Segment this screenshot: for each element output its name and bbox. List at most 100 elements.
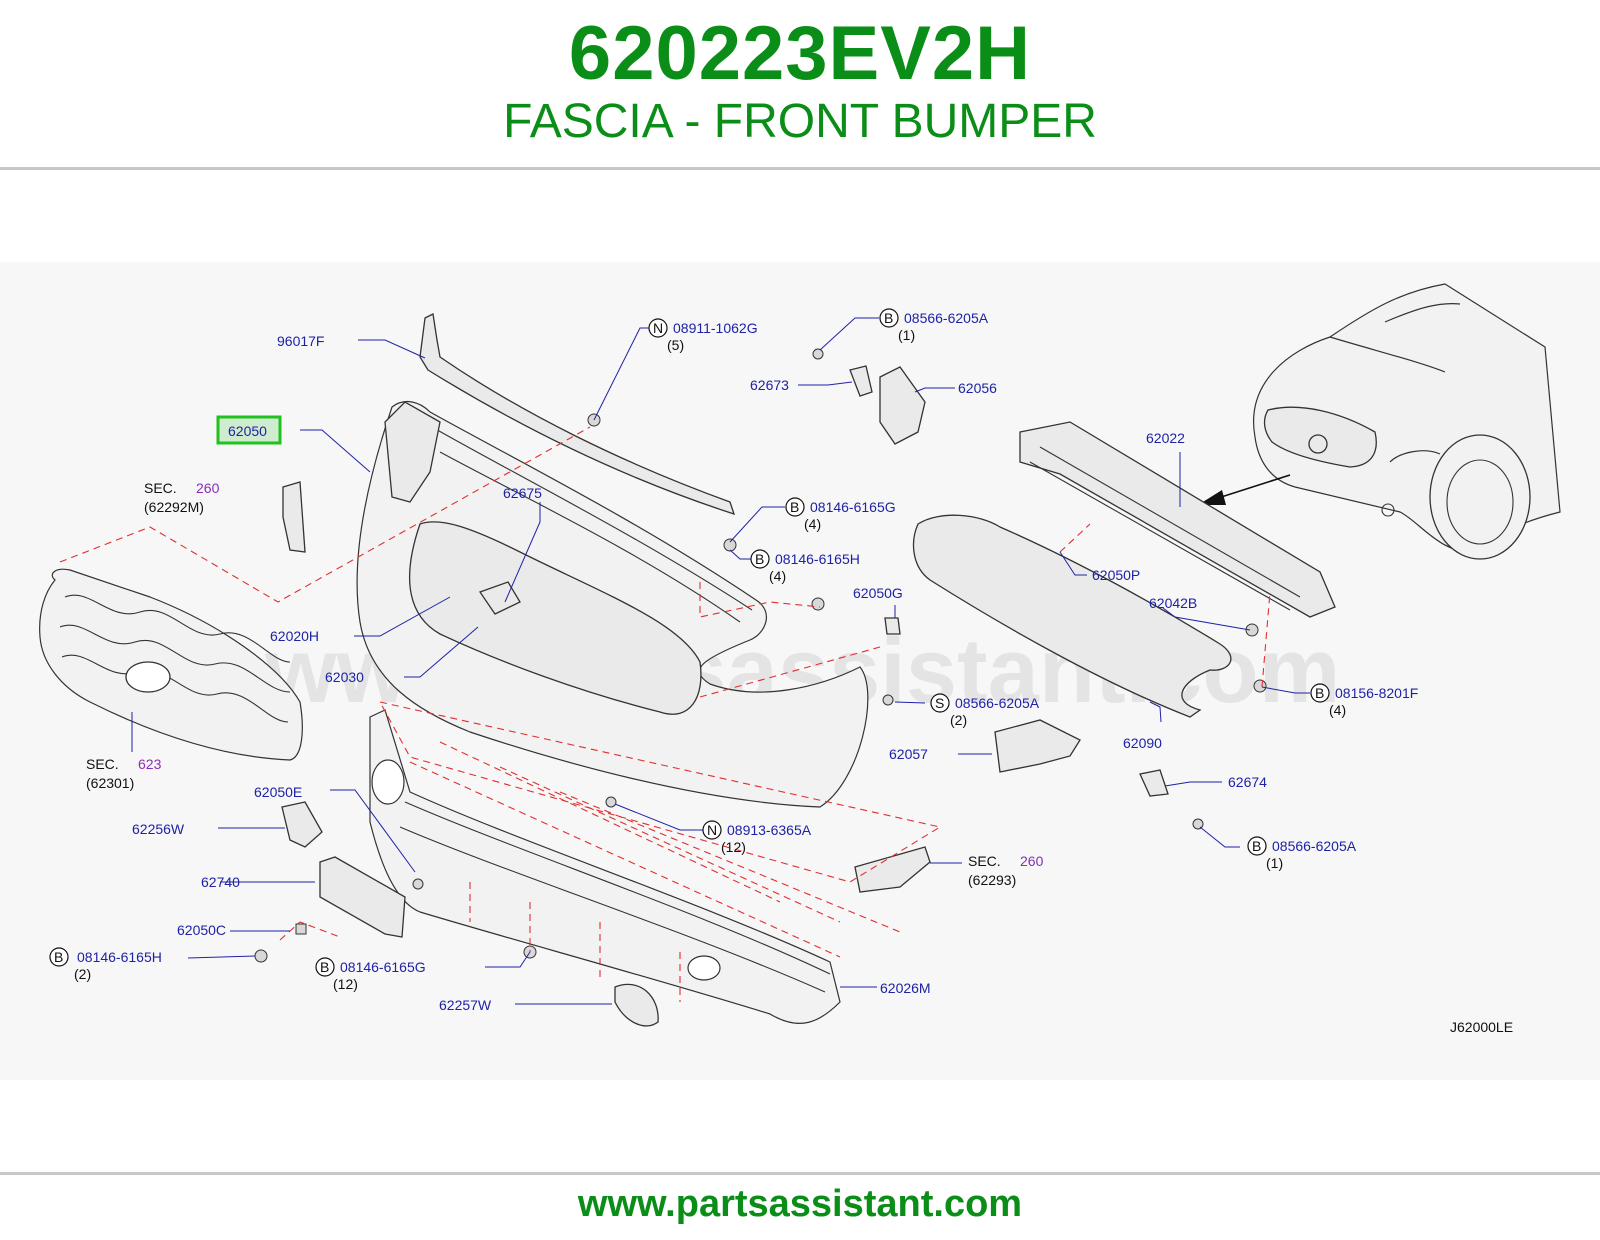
view-arrow-line xyxy=(1214,474,1291,500)
fastener-code: 08156-8201F xyxy=(1335,685,1418,701)
section-label: SEC. xyxy=(968,853,1001,869)
fastener-prefix: B xyxy=(755,551,764,567)
fastener-prefix: B xyxy=(54,949,63,965)
sec-260-bracket-upper xyxy=(282,481,306,553)
footer-divider xyxy=(0,1172,1600,1175)
fastener-prefix: S xyxy=(935,695,944,711)
label-62740[interactable]: 62740 xyxy=(201,874,240,890)
fastener-callout-f4[interactable]: B 08146-6165H (4) xyxy=(750,549,860,584)
vehicle-illustration xyxy=(1253,283,1561,560)
infiniti-emblem xyxy=(125,661,171,693)
fastener-code: 08146-6165H xyxy=(77,949,162,965)
diagram-code: J62000LE xyxy=(1450,1019,1513,1035)
fastener-prefix: N xyxy=(653,320,663,336)
fastener-qty: (4) xyxy=(769,568,786,584)
part-62056-bracket xyxy=(879,366,926,445)
label-96017F[interactable]: 96017F xyxy=(277,333,324,349)
part-62057-bracket xyxy=(994,719,1081,773)
part-62256W-fog-cover xyxy=(281,801,323,848)
section-ref-s2[interactable]: SEC. 623 (62301) xyxy=(86,756,162,791)
header-divider xyxy=(0,167,1600,170)
section-number: 260 xyxy=(1020,853,1044,869)
part-62090-absorber xyxy=(912,514,1232,718)
label-62675[interactable]: 62675 xyxy=(503,485,542,501)
highlight-62050-box xyxy=(216,415,282,445)
label-62674[interactable]: 62674 xyxy=(1228,774,1267,790)
fastener-callout-f7[interactable]: N 08913-6365A (12) xyxy=(702,820,812,855)
fastener-code: 08911-1062G xyxy=(673,320,758,336)
section-subpart: (62301) xyxy=(86,775,134,791)
label-62056[interactable]: 62056 xyxy=(958,380,997,396)
label-62256W[interactable]: 62256W xyxy=(132,821,185,837)
label-62057[interactable]: 62057 xyxy=(889,746,928,762)
section-subpart: (62293) xyxy=(968,872,1016,888)
section-label: SEC. xyxy=(86,756,119,772)
fastener-callout-f5[interactable]: S 08566-6205A (2) xyxy=(930,693,1040,728)
fastener-code: 08913-6365A xyxy=(727,822,812,838)
fastener-callout-f8[interactable]: B 08566-6205A (1) xyxy=(1247,836,1357,871)
grille-assembly xyxy=(39,568,303,761)
part-62674-bracket xyxy=(1139,769,1169,797)
part-62257W-fog-cover xyxy=(614,983,659,1027)
label-62257W[interactable]: 62257W xyxy=(439,997,492,1013)
label-62050G[interactable]: 62050G xyxy=(853,585,903,601)
fastener-prefix: N xyxy=(707,822,717,838)
parts-diagram: www.partsassistant.com xyxy=(0,262,1600,1080)
view-arrow-head xyxy=(1198,490,1226,505)
fastener-callout-f1[interactable]: N 08911-1062G (5) xyxy=(648,318,758,353)
fastener-code: 08146-6165G xyxy=(810,499,896,515)
sec-260-bracket-lower xyxy=(854,846,931,893)
fastener-callout-f6[interactable]: B 08156-8201F (4) xyxy=(1310,683,1418,718)
fastener-prefix: B xyxy=(1315,685,1324,701)
footer-website-link[interactable]: www.partsassistant.com xyxy=(577,1183,1023,1225)
label-62022[interactable]: 62022 xyxy=(1146,430,1185,446)
section-label: SEC. xyxy=(144,480,177,496)
fastener-code: 08146-6165H xyxy=(775,551,860,567)
label-62030[interactable]: 62030 xyxy=(325,669,364,685)
fastener-qty: (2) xyxy=(950,712,967,728)
part-62740-plate-bracket xyxy=(319,856,406,938)
label-62042B[interactable]: 62042B xyxy=(1149,595,1197,611)
part-96017F-strip xyxy=(419,313,736,516)
assembly-guide-lines xyxy=(59,426,1271,1002)
fastener-callout-f2[interactable]: B 08566-6205A (1) xyxy=(879,308,989,343)
part-62673-bracket xyxy=(849,365,873,397)
fastener-callout-f10[interactable]: B 08146-6165G (12) xyxy=(315,957,426,992)
fastener-callout-f3[interactable]: B 08146-6165G (4) xyxy=(785,497,896,532)
fastener-qty: (4) xyxy=(804,516,821,532)
leader-lines xyxy=(131,317,1310,1005)
label-62050-highlighted[interactable]: 62050 xyxy=(228,423,267,439)
part-62022-reinforcement xyxy=(1019,421,1336,618)
label-62090[interactable]: 62090 xyxy=(1123,735,1162,751)
part-62030-grille-opening xyxy=(408,521,702,715)
section-ref-s3[interactable]: SEC. 260 (62293) xyxy=(968,853,1044,888)
section-ref-s1[interactable]: SEC. 260 (62292M) xyxy=(144,480,220,515)
fastener-callout-f9[interactable]: B 08146-6165H (2) xyxy=(49,947,162,982)
section-number: 623 xyxy=(138,756,162,772)
part-62026M-lower-fascia xyxy=(369,709,841,1024)
fastener-qty: (1) xyxy=(898,327,915,343)
fastener-prefix: B xyxy=(790,499,799,515)
fastener-qty: (5) xyxy=(667,337,684,353)
fastener-prefix: B xyxy=(320,959,329,975)
fastener-qty: (12) xyxy=(333,976,358,992)
fastener-code: 08566-6205A xyxy=(904,310,989,326)
label-62020H[interactable]: 62020H xyxy=(270,628,319,644)
label-62050P[interactable]: 62050P xyxy=(1092,567,1140,583)
part-name-subtitle: FASCIA - FRONT BUMPER xyxy=(503,95,1097,148)
label-62673[interactable]: 62673 xyxy=(750,377,789,393)
fastener-qty: (4) xyxy=(1329,702,1346,718)
fastener-qty: (1) xyxy=(1266,855,1283,871)
label-62050E[interactable]: 62050E xyxy=(254,784,302,800)
section-number: 260 xyxy=(196,480,220,496)
fastener-qty: (2) xyxy=(74,966,91,982)
part-62050-bracket-left xyxy=(384,401,441,503)
label-62050C[interactable]: 62050C xyxy=(177,922,226,938)
part-number-title: 620223EV2H xyxy=(568,11,1032,96)
fastener-code: 08146-6165G xyxy=(340,959,426,975)
section-subpart: (62292M) xyxy=(144,499,204,515)
fastener-icons xyxy=(254,348,1267,963)
label-62026M[interactable]: 62026M xyxy=(880,980,931,996)
fastener-prefix: B xyxy=(1252,838,1261,854)
fastener-code: 08566-6205A xyxy=(955,695,1040,711)
